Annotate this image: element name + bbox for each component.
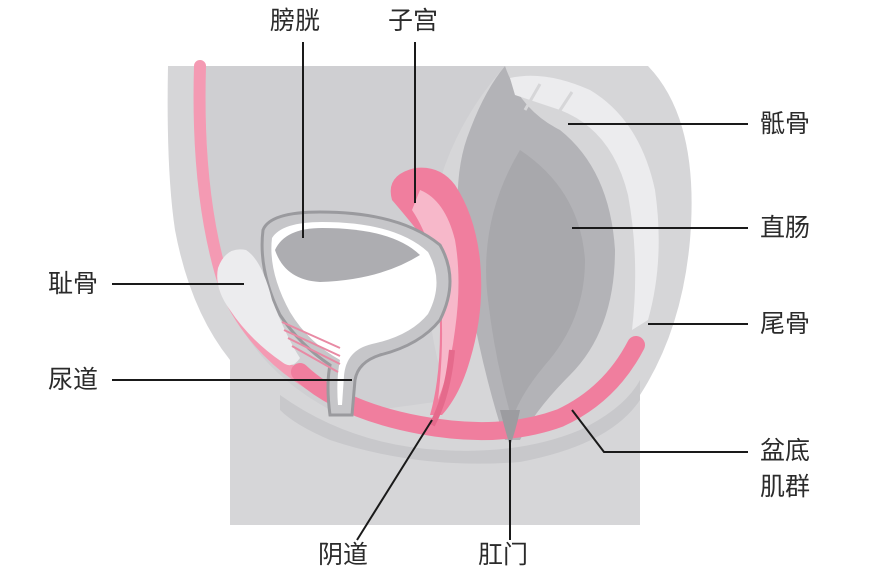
label-urethra: 尿道 bbox=[48, 365, 99, 394]
bladder-fluid bbox=[275, 228, 420, 282]
vaginal-canal bbox=[429, 349, 455, 427]
sacrum-bone bbox=[510, 75, 659, 330]
label-sacrum: 骶骨 bbox=[760, 109, 811, 138]
uterus-inner bbox=[412, 190, 459, 400]
label-coccyx: 尾骨 bbox=[760, 309, 811, 338]
urethral-sphincter bbox=[281, 321, 341, 373]
pubic-bone bbox=[217, 249, 300, 366]
perineum bbox=[280, 380, 640, 464]
leader-pelvic-floor bbox=[571, 409, 748, 453]
leader-vagina bbox=[356, 419, 433, 541]
label-bladder: 膀胱 bbox=[270, 6, 321, 35]
label-rectum: 直肠 bbox=[760, 213, 811, 242]
sacrum-segments bbox=[523, 83, 574, 119]
leader-lines bbox=[112, 42, 748, 541]
rectum-inner bbox=[486, 150, 585, 420]
label-uterus: 子宫 bbox=[388, 6, 439, 35]
label-pelvic-floor-line1: 盆底 bbox=[760, 436, 811, 465]
uterus-shape bbox=[390, 167, 482, 415]
label-anus: 肛门 bbox=[478, 540, 529, 569]
label-vagina: 阴道 bbox=[318, 540, 369, 569]
label-pelvic-floor-line2: 肌群 bbox=[760, 472, 811, 501]
anal-canal bbox=[500, 410, 520, 446]
label-pubic-bone: 耻骨 bbox=[48, 269, 99, 298]
